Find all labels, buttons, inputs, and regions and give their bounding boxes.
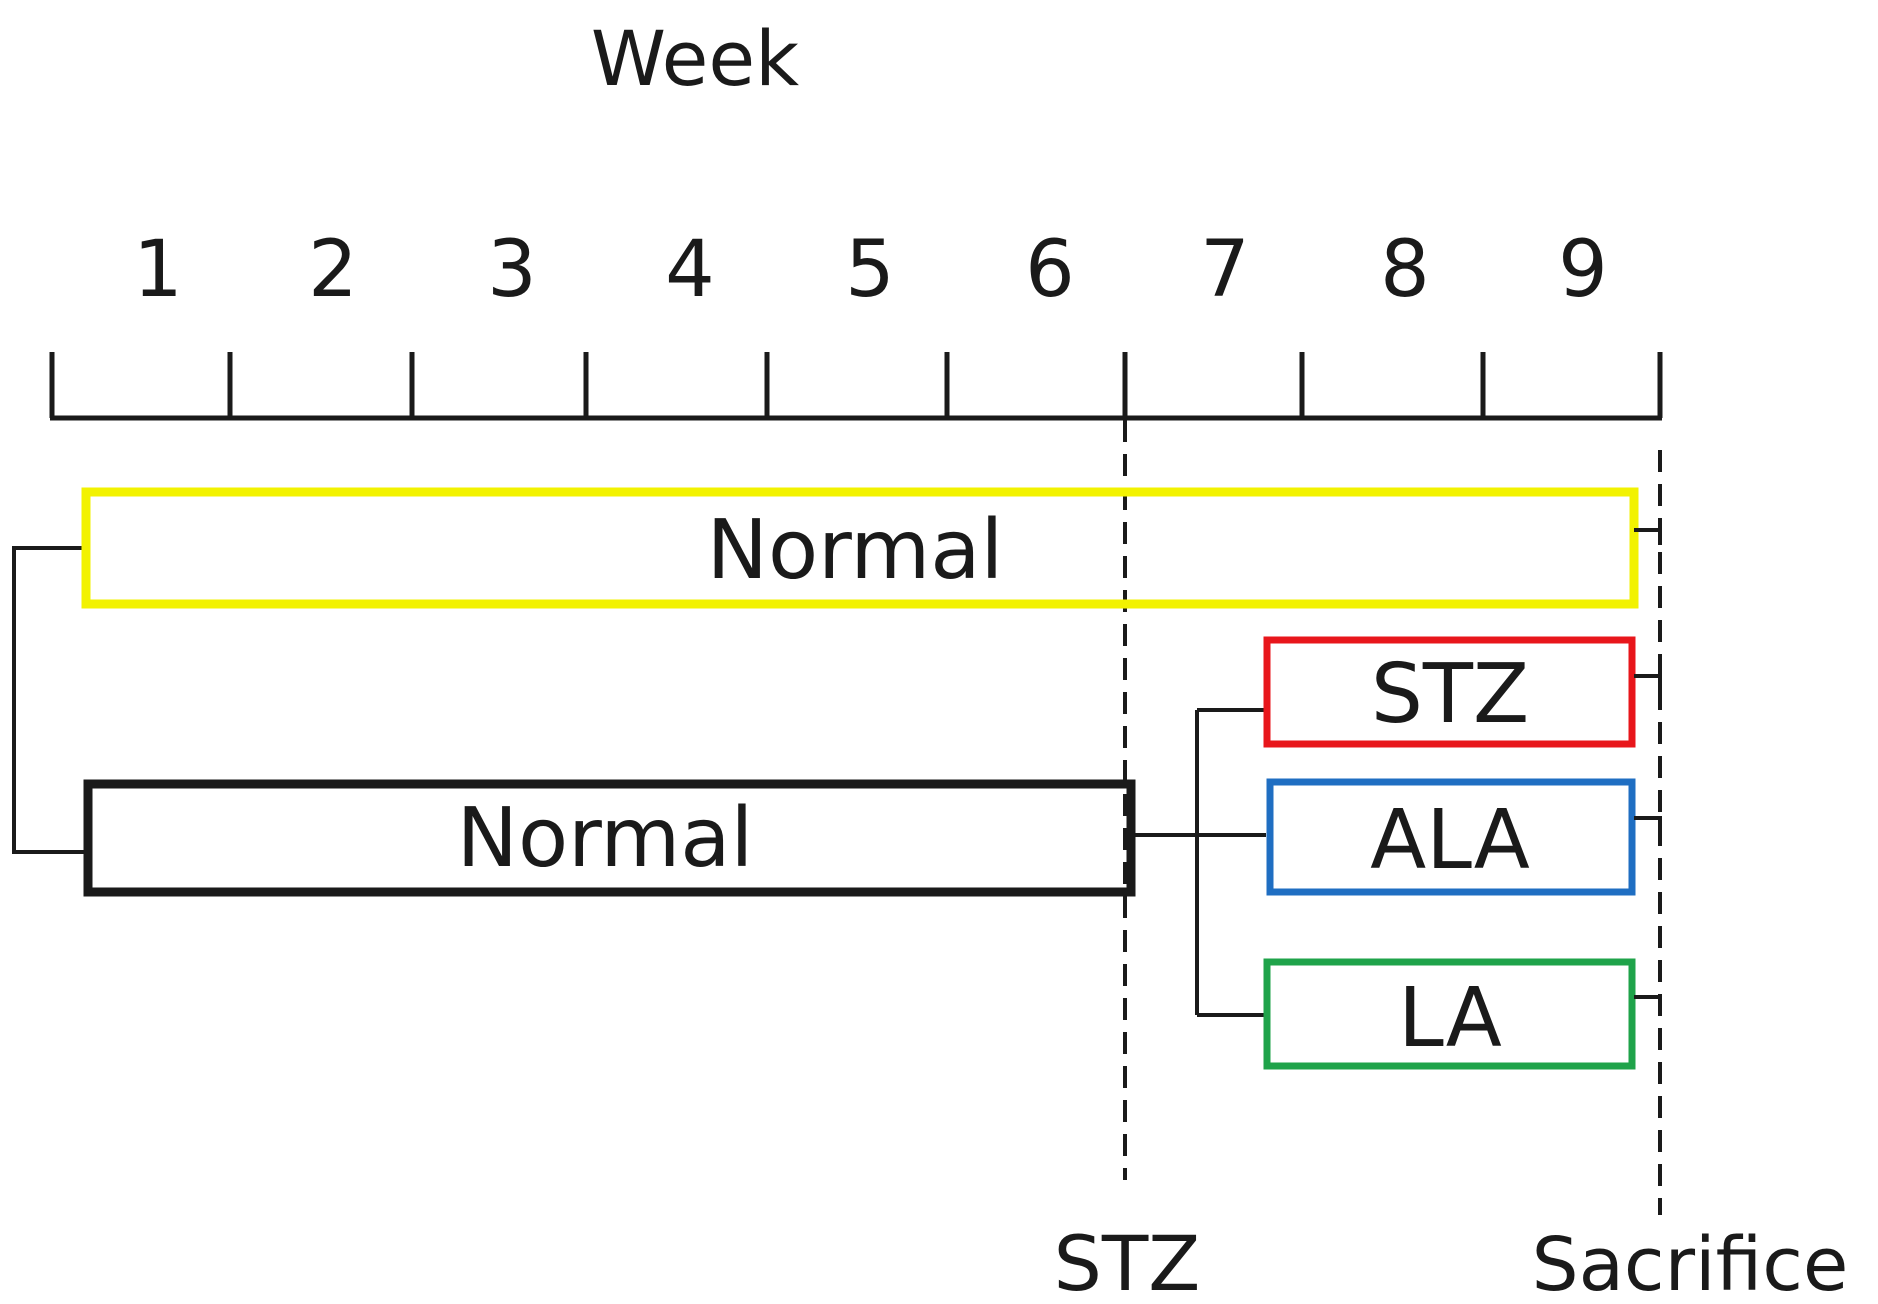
- timeline-axis: [49, 352, 1663, 421]
- sacrifice-connectors: [1634, 528, 1662, 1010]
- normal-induction-label: Normal: [457, 791, 754, 886]
- la-group-label: LA: [1398, 971, 1502, 1066]
- week-label-4: 4: [665, 225, 715, 315]
- week-label-1: 1: [133, 225, 183, 315]
- ala-group-label: ALA: [1370, 793, 1530, 888]
- la-group: LA: [1263, 958, 1636, 1070]
- stz-group-label: STZ: [1371, 647, 1529, 742]
- initial-split-bracket: [12, 546, 88, 854]
- timeline-title: Week: [591, 14, 799, 103]
- normal-control-box: [81, 487, 1639, 609]
- normal-control-group: Normal: [81, 487, 1639, 609]
- stz-injection-label: STZ: [1054, 1219, 1201, 1304]
- week-label-9: 9: [1558, 225, 1608, 315]
- week-label-2: 2: [308, 225, 358, 315]
- normal-induction-group: Normal: [83, 779, 1136, 897]
- normal-control-label: Normal: [707, 503, 1004, 598]
- stz-group: STZ: [1263, 636, 1636, 748]
- la-group-box: [1263, 958, 1636, 1070]
- week-label-3: 3: [487, 225, 537, 315]
- normal-induction-box: [83, 779, 1136, 897]
- sacrifice-label: Sacrifice: [1532, 1222, 1849, 1304]
- treatment-branch-connector: [1131, 708, 1266, 1017]
- week-label-7: 7: [1200, 225, 1250, 315]
- week-labels: 1 2 3 4 5 6 7 8 9: [133, 225, 1608, 315]
- week-label-8: 8: [1380, 225, 1430, 315]
- week-label-6: 6: [1025, 225, 1075, 315]
- ala-group-box: [1266, 778, 1636, 896]
- stz-group-box: [1263, 636, 1636, 748]
- ala-group: ALA: [1266, 778, 1636, 896]
- week-label-5: 5: [845, 225, 895, 315]
